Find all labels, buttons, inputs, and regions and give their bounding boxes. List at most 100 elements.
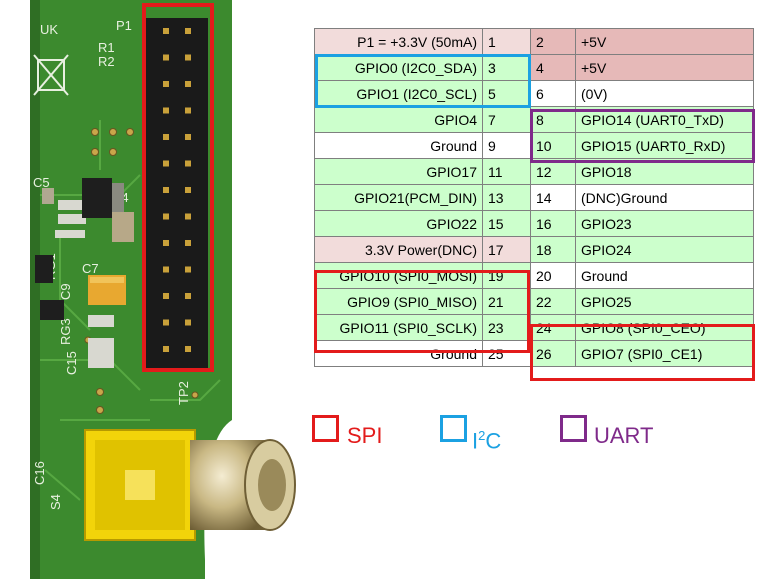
header-pin	[185, 346, 191, 352]
silk-c5: C5	[33, 175, 50, 190]
uart-legend-label: UART	[594, 423, 654, 448]
right-pin-number: 16	[530, 210, 576, 237]
header-pin	[163, 213, 169, 220]
gpio-header-pins	[163, 28, 191, 352]
silk-c15: C15	[64, 351, 79, 375]
header-pin	[163, 187, 169, 193]
left-pin-name: GPIO4	[314, 106, 483, 133]
left-pin-name: GPIO0 (I2C0_SDA)	[314, 54, 483, 81]
header-pin	[163, 240, 169, 246]
left-pin-number: 1	[482, 28, 531, 55]
header-pin	[163, 319, 169, 326]
silk-c9: C9	[58, 283, 73, 300]
right-pin-number: 12	[530, 158, 576, 185]
silk-tp2: TP2	[176, 381, 191, 405]
header-pin	[163, 54, 169, 61]
header-pin	[163, 81, 169, 87]
left-pin-name: Ground	[314, 132, 483, 159]
pcb-edge	[30, 0, 40, 579]
left-pin-name: 3.3V Power(DNC)	[314, 236, 483, 263]
header-pin	[163, 107, 169, 114]
left-pin-number: 15	[482, 210, 531, 237]
right-pin-number: 6	[530, 80, 576, 107]
gpio-header-outline	[142, 3, 214, 372]
right-pin-number: 10	[530, 132, 576, 159]
right-pin-name: Ground	[575, 262, 754, 289]
header-pin	[185, 213, 191, 220]
header-pin	[163, 293, 169, 299]
right-pin-number: 22	[530, 288, 576, 315]
right-pin-name: +5V	[575, 54, 754, 81]
right-pin-number: 20	[530, 262, 576, 289]
header-pin	[185, 319, 191, 326]
right-pin-number: 26	[530, 340, 576, 367]
right-pin-name: GPIO23	[575, 210, 754, 237]
right-pin-name: +5V	[575, 28, 754, 55]
left-pin-name: GPIO22	[314, 210, 483, 237]
rca-video-jack	[84, 429, 296, 541]
vias	[84, 128, 199, 414]
left-pin-number: 9	[482, 132, 531, 159]
right-pin-number: 14	[530, 184, 576, 211]
spi-legend-label: SPI	[347, 423, 383, 448]
left-pin-number: 3	[482, 54, 531, 81]
i2c-legend-label: I2C	[472, 428, 502, 454]
silk-uk: UK	[40, 22, 58, 37]
header-pin	[163, 346, 169, 352]
gpio-header-body	[146, 18, 208, 368]
left-pin-name: GPIO10 (SPI0_MOSI)	[314, 262, 483, 289]
header-pin	[185, 160, 191, 167]
raspberry-pi-board-photo: UK P1 R1 R2 C5 C4 C7 RG1 C9 RG3 C15 C16 …	[30, 0, 296, 579]
silk-r1: R1	[98, 40, 115, 55]
left-pin-number: 23	[482, 314, 531, 341]
right-pin-number: 8	[530, 106, 576, 133]
right-pin-name: GPIO8 (SPI0_CEO)	[575, 314, 754, 341]
header-pin	[163, 266, 169, 273]
header-pin	[185, 107, 191, 114]
right-pin-name: GPIO14 (UART0_TxD)	[575, 106, 754, 133]
header-pin	[185, 187, 191, 193]
header-pin	[185, 266, 191, 273]
left-pin-number: 13	[482, 184, 531, 211]
silk-c7: C7	[82, 261, 99, 276]
spi-legend-swatch	[312, 415, 339, 442]
smd-components	[35, 178, 134, 368]
left-pin-name: GPIO21(PCM_DIN)	[314, 184, 483, 211]
left-pin-name: GPIO9 (SPI0_MISO)	[314, 288, 483, 315]
silk-p1: P1	[116, 18, 132, 33]
right-pin-name: (0V)	[575, 80, 754, 107]
silk-s4: S4	[48, 494, 63, 510]
uart-legend-swatch	[560, 415, 587, 442]
right-pin-name: GPIO24	[575, 236, 754, 263]
right-pin-name: (DNC)Ground	[575, 184, 754, 211]
right-pin-number: 2	[530, 28, 576, 55]
silk-r2: R2	[98, 54, 115, 69]
left-pin-number: 5	[482, 80, 531, 107]
silk-rg3: RG3	[58, 318, 73, 345]
header-pin	[185, 134, 191, 140]
left-pin-name: P1 = +3.3V (50mA)	[314, 28, 483, 55]
left-pin-number: 25	[482, 340, 531, 367]
silk-c16: C16	[32, 461, 47, 485]
header-pin	[185, 28, 191, 34]
left-pin-number: 19	[482, 262, 531, 289]
i2c-legend-swatch	[440, 415, 467, 442]
right-pin-number: 18	[530, 236, 576, 263]
left-pin-number: 7	[482, 106, 531, 133]
right-pin-name: GPIO15 (UART0_RxD)	[575, 132, 754, 159]
header-pin	[185, 293, 191, 299]
header-pin	[185, 54, 191, 61]
header-pin	[163, 134, 169, 140]
right-pin-name: GPIO7 (SPI0_CE1)	[575, 340, 754, 367]
header-pin	[163, 160, 169, 167]
left-pin-name: GPIO17	[314, 158, 483, 185]
